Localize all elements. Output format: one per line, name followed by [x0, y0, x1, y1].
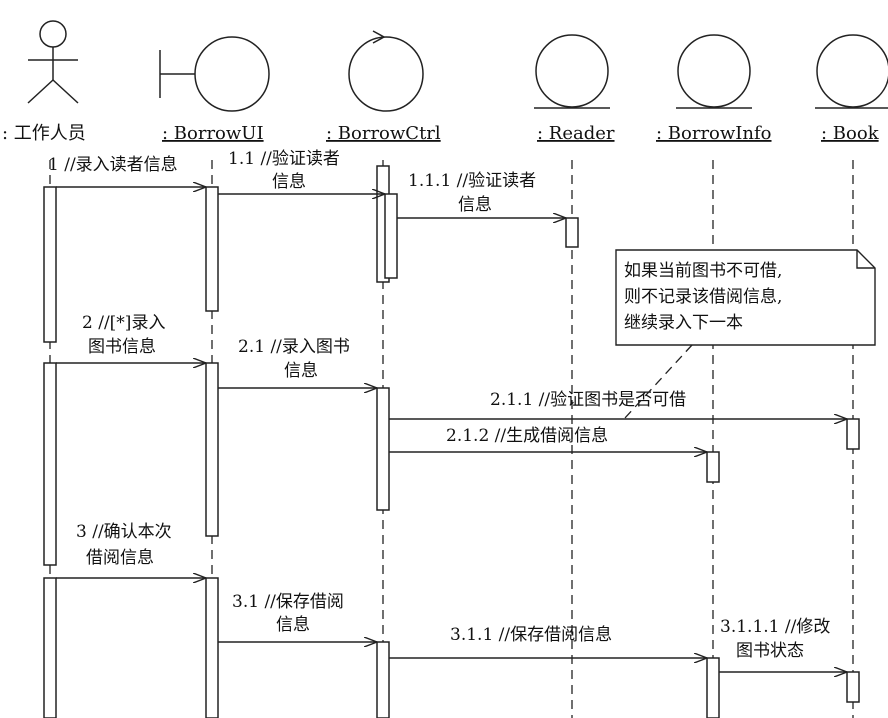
entity-borrowinfo-icon — [676, 34, 752, 109]
activation-borrowui-3 — [205, 577, 219, 718]
activation-book-2 — [846, 671, 860, 703]
participant-actor-label: : 工作人员 — [2, 123, 86, 144]
note-text-line2: 则不记录该借阅信息, — [624, 287, 782, 307]
participant-borrowctrl-label: : BorrowCtrl — [326, 123, 441, 144]
participant-borrowinfo-label: : BorrowInfo — [656, 123, 772, 144]
note-text-line3: 继续录入下一本 — [624, 313, 743, 333]
message-3-label-line2: 借阅信息 — [86, 548, 154, 568]
entity-book-icon — [815, 34, 888, 109]
actor-icon — [27, 20, 79, 104]
note-text-line1: 如果当前图书不可借, — [624, 261, 782, 281]
participant-borrowui-label: : BorrowUI — [162, 123, 264, 144]
activation-borrowctrl-3 — [376, 641, 390, 718]
message-2-1-label-line1: 2.1 //录入图书 — [238, 337, 350, 357]
message-2-label-line1: 2 //[*]录入 — [82, 313, 165, 333]
message-3-1-1-label: 3.1.1 //保存借阅信息 — [450, 625, 612, 645]
message-1-1-1-label-line2: 信息 — [458, 195, 492, 215]
activation-actor-2 — [43, 362, 57, 566]
activation-borrowinfo-1 — [706, 451, 720, 483]
message-1-1-label-line1: 1.1 //验证读者 — [228, 149, 340, 169]
message-3-label-line1: 3 //确认本次 — [76, 522, 172, 542]
message-2-1-label-line2: 信息 — [284, 361, 318, 381]
message-1-label: 1 //录入读者信息 — [48, 155, 178, 175]
message-1-1-label-line2: 信息 — [272, 172, 306, 192]
message-3-1-1-1-label-line2: 图书状态 — [736, 641, 804, 661]
note-anchor-line — [623, 344, 693, 420]
message-3-1-label-line2: 信息 — [276, 615, 310, 635]
message-3-1-1-1-label-line1: 3.1.1.1 //修改 — [720, 617, 830, 637]
message-2-1-2-label: 2.1.2 //生成借阅信息 — [446, 426, 608, 446]
message-1-1-1-label-line1: 1.1.1 //验证读者 — [408, 171, 536, 191]
activation-borrowctrl-2 — [376, 387, 390, 511]
activation-actor-3 — [43, 577, 57, 718]
entity-reader-icon — [534, 34, 610, 109]
activation-borrowctrl-1-nested — [384, 193, 398, 279]
participant-reader-label: : Reader — [537, 123, 615, 144]
activation-reader-1 — [565, 217, 579, 248]
activation-actor-1 — [43, 186, 57, 343]
activation-borrowui-2 — [205, 362, 219, 537]
message-3-1-label-line1: 3.1 //保存借阅 — [232, 592, 344, 612]
participant-book-label: : Book — [821, 123, 880, 144]
message-2-label-line2: 图书信息 — [88, 337, 156, 357]
boundary-icon — [159, 36, 270, 112]
message-2-1-1-label: 2.1.1 //验证图书是否可借 — [490, 390, 686, 410]
note: 如果当前图书不可借, 则不记录该借阅信息, 继续录入下一本 — [615, 249, 876, 346]
activation-borrowinfo-2 — [706, 657, 720, 718]
activation-borrowui-1 — [205, 186, 219, 312]
activation-book-1 — [846, 418, 860, 450]
control-icon — [348, 30, 424, 112]
